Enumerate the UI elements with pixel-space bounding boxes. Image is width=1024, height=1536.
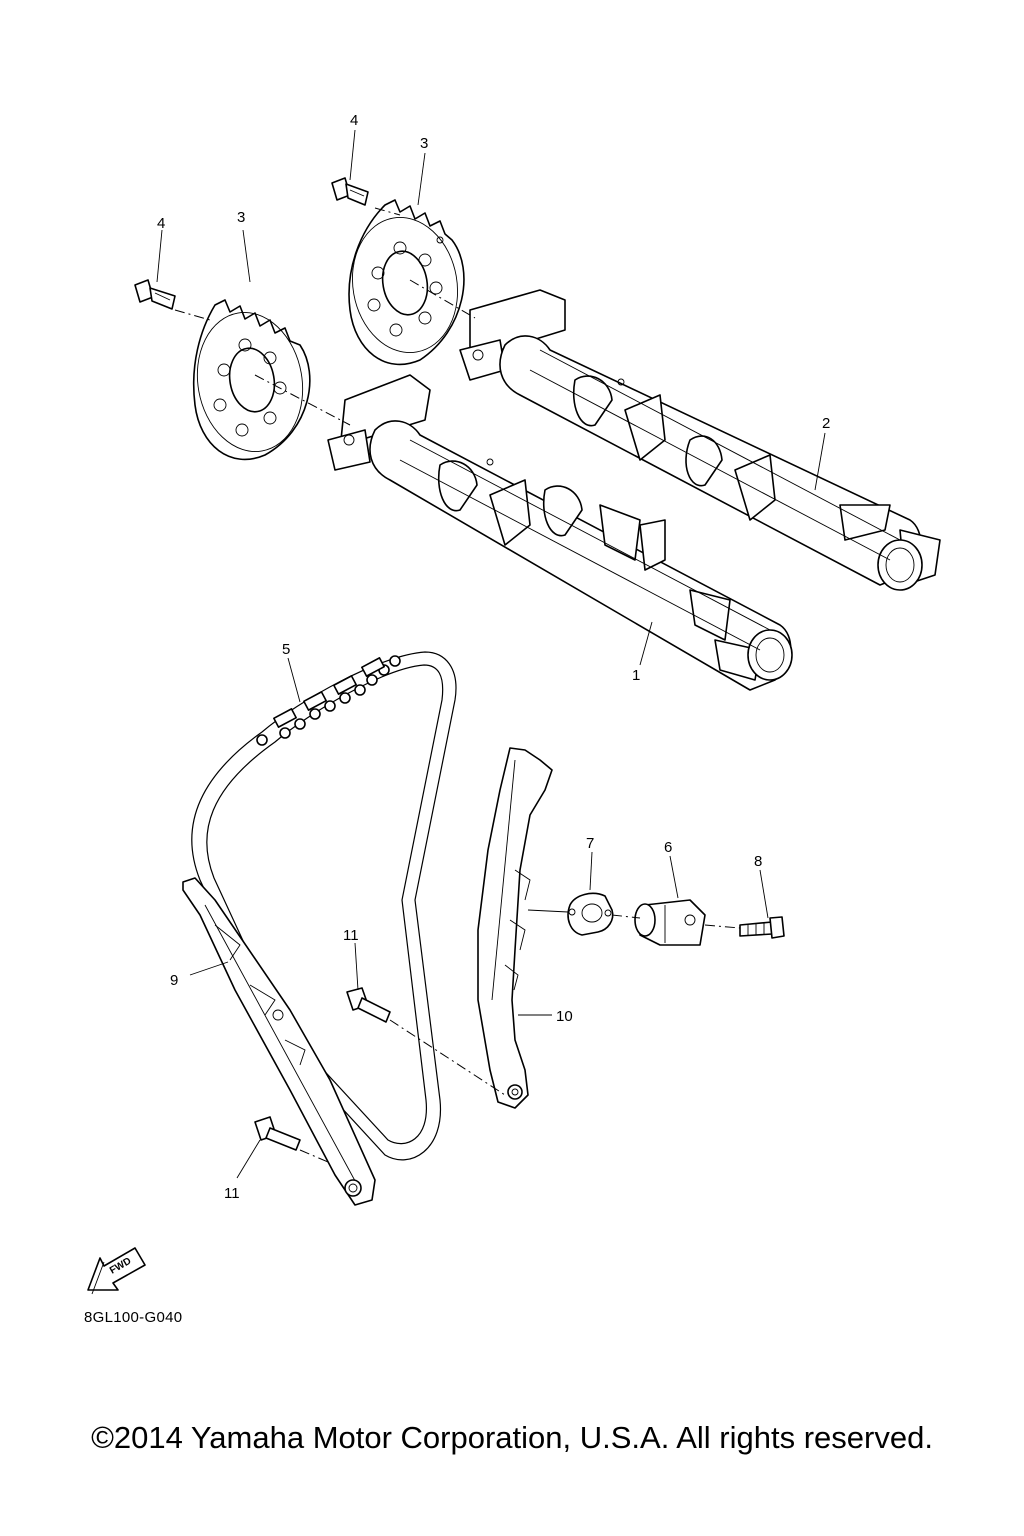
chain-tensioner-guide	[477, 747, 553, 1109]
callout-2: 2	[822, 415, 830, 432]
chain-guide-intake	[182, 877, 376, 1206]
callout-11-upper: 11	[343, 927, 359, 944]
tensioner-bolt	[739, 916, 785, 939]
alignment-lines	[174, 207, 741, 1163]
callout-6: 6	[664, 839, 672, 856]
callout-1: 1	[632, 667, 640, 684]
guide-bolt-lower	[254, 1116, 301, 1151]
callout-3-upper: 3	[420, 135, 428, 152]
fwd-arrow-icon: FWD	[87, 1247, 146, 1295]
diagram-code: 8GL100-G040	[84, 1309, 183, 1326]
callout-4-upper: 4	[350, 112, 358, 129]
callout-8: 8	[754, 853, 762, 870]
callout-4-lower: 4	[157, 215, 165, 232]
cam-sprocket-lower	[192, 299, 311, 461]
callout-5: 5	[282, 641, 290, 658]
callout-10: 10	[556, 1008, 573, 1025]
callout-3-lower: 3	[237, 209, 245, 226]
callout-9: 9	[170, 972, 178, 989]
tensioner-gasket	[567, 892, 614, 936]
leader-lines	[156, 129, 826, 1179]
sprocket-bolt-lower	[134, 279, 176, 310]
chain-tensioner	[634, 899, 706, 946]
copyright-notice: ©2014 Yamaha Motor Corporation, U.S.A. A…	[91, 1420, 933, 1455]
callout-11-lower: 11	[224, 1185, 240, 1202]
camshaft-intake	[327, 374, 793, 691]
guide-bolt-upper	[346, 987, 391, 1023]
callout-7: 7	[586, 835, 594, 852]
cam-chain	[191, 651, 457, 1161]
sprocket-bolt-upper	[331, 177, 369, 206]
camshaft-exhaust	[459, 289, 941, 591]
cam-sprocket-upper	[348, 199, 465, 366]
